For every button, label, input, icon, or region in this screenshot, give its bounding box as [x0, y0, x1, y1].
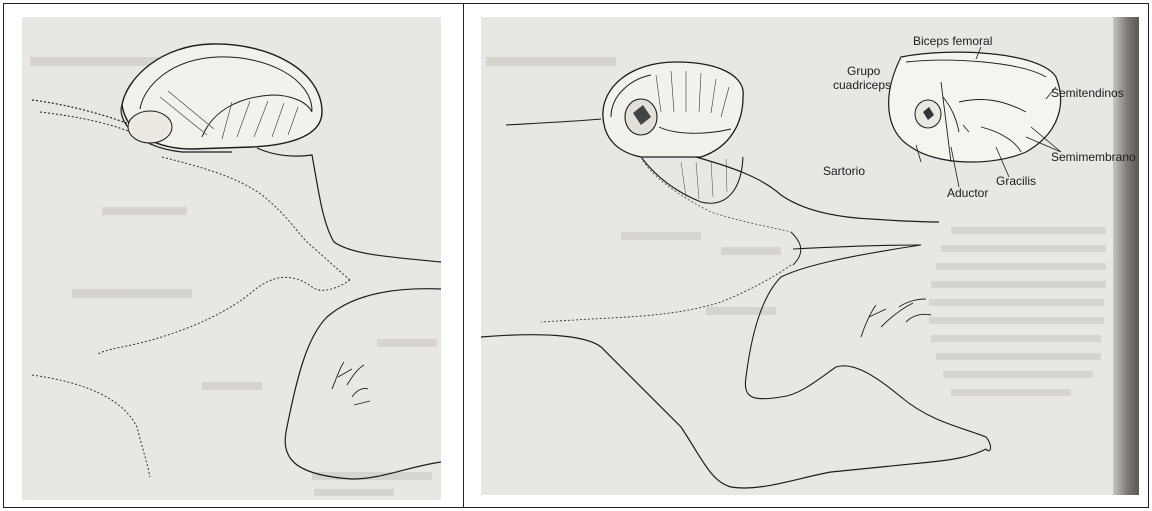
- label-grupo: Grupo: [847, 65, 880, 78]
- right-illustration-panel: Biceps femoral Grupo cuadriceps Semitend…: [481, 17, 1139, 495]
- table-cell-divider: [463, 3, 464, 508]
- label-aductor: Aductor: [947, 187, 988, 200]
- artist-signature: [332, 362, 370, 405]
- left-illustration-panel: [22, 17, 441, 500]
- label-semitendinoso: Semitendinos: [1051, 87, 1124, 100]
- label-biceps-femoral: Biceps femoral: [913, 35, 992, 48]
- labeled-muscle-diagram: [889, 47, 1061, 187]
- label-sartorio: Sartorio: [823, 165, 865, 178]
- artist-signature: [861, 299, 931, 337]
- left-anatomical-drawing: [22, 17, 441, 500]
- right-anatomical-drawing: [481, 17, 1139, 495]
- label-gracilis: Gracilis: [996, 175, 1036, 188]
- label-semimembranoso: Semimembrano: [1051, 151, 1136, 164]
- label-cuadriceps: cuadriceps: [833, 79, 891, 92]
- thigh-cross-section-main: [603, 62, 743, 203]
